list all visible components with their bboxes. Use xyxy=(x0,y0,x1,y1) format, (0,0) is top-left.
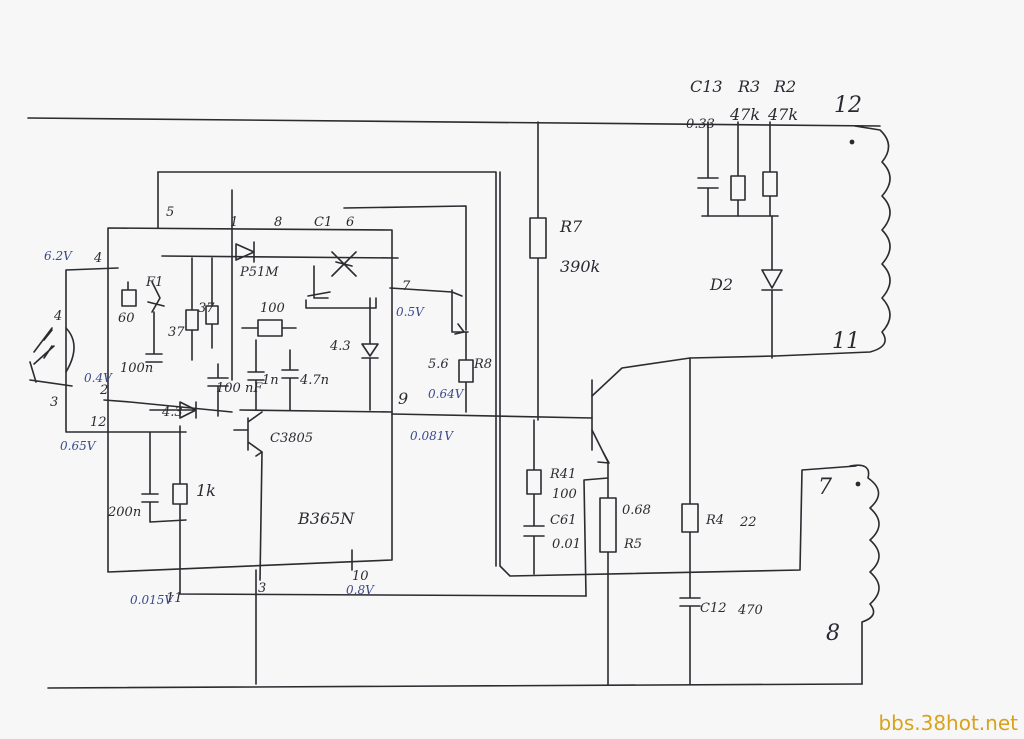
voltage-0v8: 0.8V xyxy=(346,583,375,597)
label-pin3: 3 xyxy=(50,395,58,410)
label-c13-value: 0.33 xyxy=(686,117,715,132)
label-r56: 5.6 xyxy=(428,357,449,372)
label-c3805: C3805 xyxy=(270,431,313,446)
label-z43-right: 4.3 xyxy=(329,339,351,354)
label-pin12-top: 12 xyxy=(834,93,862,118)
label-b365n: B365N xyxy=(297,509,355,528)
label-f1: F1 xyxy=(145,275,163,290)
label-r3-value: 47k xyxy=(729,105,760,124)
label-c100n: 100n xyxy=(120,361,153,376)
r7-resistor xyxy=(529,121,547,421)
label-pin5: 5 xyxy=(166,205,174,220)
transformer-secondary-winding xyxy=(849,464,880,685)
voltage-0v5: 0.5V xyxy=(396,305,425,319)
bottom-ground-rail xyxy=(47,683,863,689)
voltage-0v081: 0.081V xyxy=(410,429,454,443)
r4-c12-branch xyxy=(679,357,701,685)
ground-lead xyxy=(255,549,353,685)
label-r2: R2 xyxy=(773,77,796,96)
voltage-0v015: 0.015V xyxy=(130,593,174,607)
label-pin8-right: 8 xyxy=(826,621,840,646)
label-r4-value: 22 xyxy=(739,515,757,530)
r1k-c200n xyxy=(107,425,587,597)
label-r100: 100 xyxy=(260,301,285,316)
label-r8: R8 xyxy=(473,357,492,372)
label-c1n: 1n xyxy=(262,373,279,388)
label-r5: R5 xyxy=(623,537,642,552)
site-watermark: bbs.38hot.net xyxy=(878,711,1018,735)
r5-emitter-resistor xyxy=(583,461,617,685)
snubber-network xyxy=(697,121,783,359)
label-r60: 60 xyxy=(118,311,135,326)
transistor-c3805 xyxy=(233,409,393,581)
label-r4: R4 xyxy=(705,513,724,528)
label-r3: R3 xyxy=(737,77,760,96)
label-c47n: 4.7n xyxy=(299,373,329,388)
zener-4v3-right xyxy=(361,297,379,411)
label-c100nf: 100 nF xyxy=(216,381,263,396)
label-pin11-right: 11 xyxy=(832,329,860,354)
label-c1: C1 xyxy=(314,215,332,230)
label-pin6: 6 xyxy=(346,215,354,230)
r41-c61-branch xyxy=(523,419,545,575)
label-r37a: 37 xyxy=(168,325,185,340)
label-pin9: 9 xyxy=(398,389,408,408)
label-r41-value: 100 xyxy=(552,487,577,502)
voltage-0v4: 0.4V xyxy=(84,371,113,385)
label-c61-value: 0.01 xyxy=(552,537,581,552)
label-p51m: P51M xyxy=(239,265,279,280)
label-r2-value: 47k xyxy=(767,105,798,124)
voltage-0v64: 0.64V xyxy=(428,387,465,401)
label-c12-value: 470 xyxy=(737,603,763,618)
diode-p51m xyxy=(235,241,255,263)
ic-outline xyxy=(107,171,497,573)
label-pin1: 1 xyxy=(230,215,238,230)
c1-component xyxy=(305,251,377,309)
r37-resistors xyxy=(185,257,219,361)
optocoupler-input xyxy=(29,267,119,433)
label-pin4-top: 4 xyxy=(93,251,102,266)
label-r41: R41 xyxy=(549,467,576,482)
label-pin7-right: 7 xyxy=(818,475,832,500)
label-pin7-ic: 7 xyxy=(402,279,411,294)
voltage-6v2: 6.2V xyxy=(44,249,73,263)
zener-4v3-left xyxy=(149,401,197,419)
label-c12: C12 xyxy=(700,601,727,616)
label-z43-left: 4.3 xyxy=(161,405,183,420)
label-r37b: 37 xyxy=(198,301,215,316)
ic-caps xyxy=(207,339,299,417)
label-r1k: 1k xyxy=(196,481,216,500)
r7-to-lower-wire xyxy=(499,171,857,577)
label-pin2: 2 xyxy=(99,383,108,398)
label-pin10: 10 xyxy=(352,569,369,584)
power-transistor xyxy=(391,355,776,464)
label-pin11-ic: 11 xyxy=(166,591,183,606)
pin2-lead xyxy=(103,399,233,413)
label-pin8-ic: 8 xyxy=(274,215,282,230)
r100 xyxy=(241,319,297,337)
label-pin3-ic: 3 xyxy=(258,581,266,596)
label-c61: C61 xyxy=(550,513,577,528)
label-r7: R7 xyxy=(559,217,583,236)
label-c200n: 200n xyxy=(107,505,141,520)
label-pin4-side: 4 xyxy=(53,309,62,324)
voltage-0v65: 0.65V xyxy=(60,439,97,453)
label-pin12-left: 12 xyxy=(90,415,107,430)
f1-component xyxy=(121,281,165,363)
label-r7-value: 390k xyxy=(560,257,600,276)
label-r5-value: 0.68 xyxy=(622,503,651,518)
label-c13: C13 xyxy=(690,77,723,96)
transformer-primary-winding xyxy=(774,125,891,357)
label-d2: D2 xyxy=(709,275,733,294)
